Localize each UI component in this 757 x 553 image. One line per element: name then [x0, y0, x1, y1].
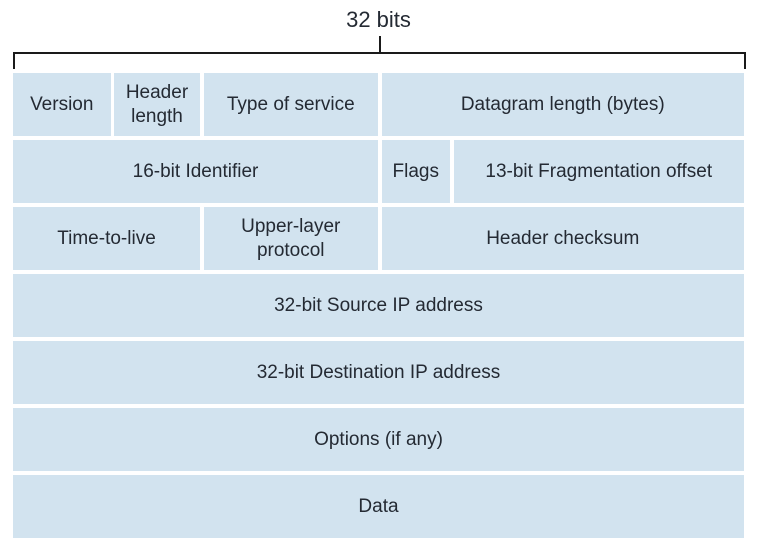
- field-fragmentation-offset: 13-bit Fragmentation offset: [453, 140, 744, 203]
- field-identifier: 16-bit Identifier: [13, 140, 378, 203]
- field-label: Header checksum: [486, 227, 640, 249]
- field-label: Header length: [125, 82, 189, 127]
- field-label: Version: [30, 93, 94, 115]
- table-row: Data: [13, 475, 744, 538]
- field-label: Type of service: [226, 93, 355, 115]
- field-header-length: Header length: [114, 73, 200, 136]
- field-source-ip: 32-bit Source IP address: [13, 274, 744, 337]
- field-time-to-live: Time-to-live: [13, 207, 200, 270]
- table-row: 16-bit Identifier Flags 13-bit Fragmenta…: [13, 140, 744, 203]
- table-row: 32-bit Source IP address: [13, 274, 744, 337]
- field-label: 32-bit Destination IP address: [256, 361, 501, 383]
- field-data: Data: [13, 475, 744, 538]
- field-label: Options (if any): [314, 428, 443, 450]
- datagram-field-grid: Version Header length Type of service Da…: [13, 73, 744, 538]
- bracket-left-tick: [13, 52, 15, 69]
- field-version: Version: [13, 73, 111, 136]
- field-label: Upper-layer protocol: [241, 216, 341, 261]
- field-options: Options (if any): [13, 408, 744, 471]
- field-label: Time-to-live: [57, 227, 156, 249]
- field-label: 16-bit Identifier: [132, 160, 259, 182]
- field-type-of-service: Type of service: [203, 73, 378, 136]
- bits-width-label: 32 bits: [346, 7, 411, 32]
- table-row: Time-to-live Upper-layer protocol Header…: [13, 207, 744, 270]
- field-label: 13-bit Fragmentation offset: [485, 160, 713, 182]
- field-flags: Flags: [381, 140, 450, 203]
- field-header-checksum: Header checksum: [381, 207, 744, 270]
- table-row: Options (if any): [13, 408, 744, 471]
- bracket-connector-line: [379, 36, 381, 53]
- bracket-right-tick: [744, 52, 746, 69]
- table-row: 32-bit Destination IP address: [13, 341, 744, 404]
- field-upper-layer-protocol: Upper-layer protocol: [203, 207, 378, 270]
- field-label: 32-bit Source IP address: [274, 294, 483, 316]
- field-label: Flags: [392, 160, 439, 182]
- bracket-horizontal-line: [13, 52, 746, 54]
- field-destination-ip: 32-bit Destination IP address: [13, 341, 744, 404]
- field-label: Data: [358, 495, 399, 517]
- field-datagram-length: Datagram length (bytes): [381, 73, 744, 136]
- field-label: Datagram length (bytes): [460, 93, 665, 115]
- table-row: Version Header length Type of service Da…: [13, 73, 744, 136]
